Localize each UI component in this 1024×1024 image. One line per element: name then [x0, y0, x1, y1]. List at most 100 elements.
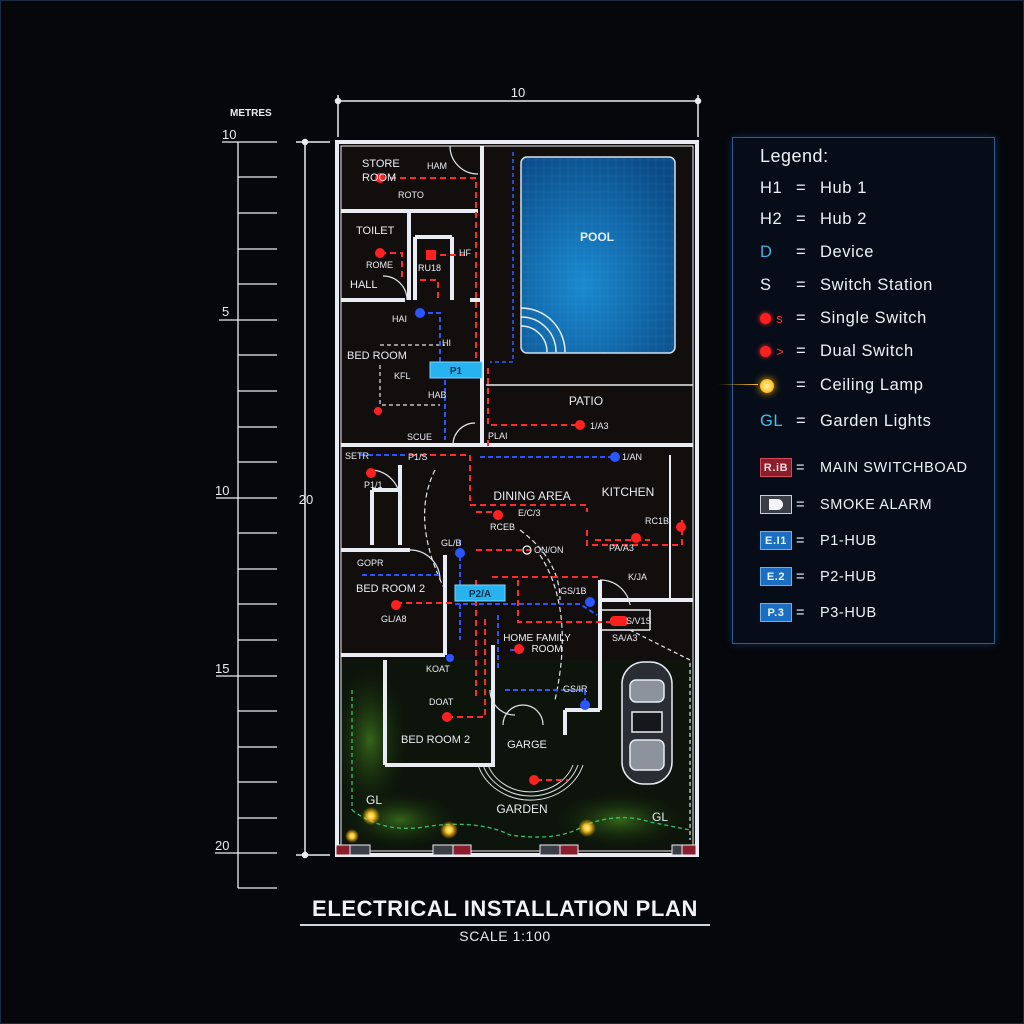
- garden-path-circuit: [351, 809, 691, 838]
- single-switch-icon: s: [760, 309, 796, 328]
- garden-foliage: [330, 660, 410, 820]
- garden-lamp-icon: [578, 819, 596, 837]
- legend-label: P2-HUB: [820, 568, 877, 585]
- device-tag: KOAT: [426, 664, 450, 674]
- pool-tiles: [521, 157, 675, 353]
- legend-label: Hub 1: [820, 179, 868, 197]
- room-label-dining-area: DINING AREA: [493, 489, 570, 503]
- p2-hub: [454, 584, 506, 602]
- legend-label: SMOKE ALARM: [820, 496, 933, 513]
- device-tag: GL/B: [441, 538, 462, 548]
- p1-hub-label: P1: [450, 366, 463, 377]
- device-tag: SCUE: [407, 432, 432, 442]
- device-tag: GOPR: [357, 558, 384, 568]
- ruler-label: 10: [215, 483, 229, 498]
- device-tag: P1/S: [408, 452, 428, 462]
- legend-item-single-switch: s = Single Switch: [760, 309, 927, 328]
- legend-item-p2-hub: E.2 = P2-HUB: [760, 567, 877, 586]
- room-label-store-room: ROOM: [362, 172, 396, 184]
- switch-dot: [493, 510, 503, 520]
- device-tag: 1/AN: [622, 452, 642, 462]
- plan-scale: SCALE 1:100: [459, 928, 551, 944]
- height-dimension-label: 20: [299, 492, 313, 507]
- switch-dot: [631, 533, 641, 543]
- legend-label: Switch Station: [820, 276, 933, 294]
- legend-item-p1-hub: E.I1 = P1-HUB: [760, 531, 877, 550]
- device-tag: P1/1: [364, 480, 383, 490]
- p2-hub-label: P2/A: [469, 589, 491, 600]
- room-label-bedroom-2b: BED ROOM 2: [401, 734, 470, 746]
- outer-wall: [335, 140, 699, 857]
- width-dimension-label: 10: [511, 85, 525, 100]
- device-tag: HAM: [427, 161, 447, 171]
- outer-wall-inner: [340, 145, 694, 852]
- bottom-panels: [335, 844, 697, 856]
- legend-item-hub-2: H2 = Hub 2: [760, 210, 868, 228]
- ruler-label: 15: [215, 661, 229, 676]
- legend-item-device: D = Device: [760, 243, 875, 261]
- legend-label: Garden Lights: [820, 412, 932, 430]
- red-circuits: [380, 177, 683, 781]
- legend-label: Hub 2: [820, 210, 868, 228]
- device-tag: 1/A3: [590, 421, 609, 431]
- legend-label: Single Switch: [820, 309, 927, 327]
- room-label-toilet: TOILET: [356, 225, 395, 237]
- legend-item-dual-switch: > = Dual Switch: [760, 342, 914, 361]
- device-tag: HI: [442, 338, 451, 348]
- room-label-family-room: HOME FAMILY: [503, 633, 571, 644]
- switch-dot: [575, 420, 585, 430]
- device-tag: GS/1B: [560, 586, 587, 596]
- switch-dot: [442, 712, 452, 722]
- device-tag: PA/A3: [609, 543, 634, 553]
- legend-title: Legend:: [760, 146, 829, 166]
- switch-dot: [391, 600, 401, 610]
- legend-item-smoke-alarm: = SMOKE ALARM: [760, 495, 932, 514]
- legend-item-hub-1: H1 = Hub 1: [760, 179, 868, 197]
- legend-key: D: [760, 243, 773, 261]
- p3-hub-icon: P.3: [760, 603, 792, 622]
- switch-dot: [426, 250, 436, 260]
- room-labels: STORE ROOM TOILET HALL BED ROOM POOL PAT…: [347, 158, 654, 816]
- interior-walls: [341, 146, 693, 767]
- legend-item-main-switchboard: R.iB = MAIN SWITCHBOAD: [760, 458, 968, 477]
- car-icon: [621, 661, 673, 785]
- p2-hub-icon: E.2: [760, 567, 792, 586]
- room-label-patio: PATIO: [569, 394, 603, 408]
- garden-foliage: [550, 790, 690, 850]
- garden-light-tag: GL: [652, 810, 668, 824]
- title-underline: [300, 924, 710, 926]
- blue-circuits: [360, 312, 615, 700]
- room-label-bedroom: BED ROOM: [347, 350, 407, 362]
- switch-dot: [514, 644, 524, 654]
- switch-dot: [676, 522, 686, 532]
- units-label: METRES: [230, 108, 272, 119]
- device-tag: ROME: [366, 260, 393, 270]
- legend-key: S: [760, 276, 772, 294]
- dimension-lines: [296, 95, 702, 859]
- garden-lamp-icon: [362, 807, 380, 825]
- legend-label: MAIN SWITCHBOAD: [820, 459, 968, 476]
- device-tag: HAB: [428, 390, 447, 400]
- room-label-pool: POOL: [580, 230, 614, 244]
- plan-title: ELECTRICAL INSTALLATION PLAN: [312, 896, 698, 921]
- legend-label: Dual Switch: [820, 342, 914, 360]
- ruler-label: 20: [215, 838, 229, 853]
- device-tag: DOAT: [429, 697, 454, 707]
- room-label-kitchen: KITCHEN: [602, 485, 655, 499]
- garden-lamp-icon: [440, 821, 458, 839]
- device-tag: E/C/3: [518, 508, 541, 518]
- garden-light-tag: GL: [366, 793, 382, 807]
- legend-key: H2: [760, 210, 783, 228]
- ceiling-lamp-icon: [760, 376, 796, 395]
- device-tag: ROTO: [398, 190, 424, 200]
- device-tag: PLAI: [488, 431, 508, 441]
- main-switchboard-icon: R.iB: [760, 458, 792, 477]
- legend-label: P3-HUB: [820, 604, 877, 621]
- legend-item-switch-station: S = Switch Station: [760, 276, 933, 294]
- pool-circuit: [490, 152, 514, 363]
- legend-label: Ceiling Lamp: [820, 376, 924, 394]
- legend-label: Device: [820, 243, 875, 261]
- garden-foliage: [340, 790, 460, 850]
- switch-dot: [374, 407, 382, 415]
- device-tag: GS/IR: [563, 684, 588, 694]
